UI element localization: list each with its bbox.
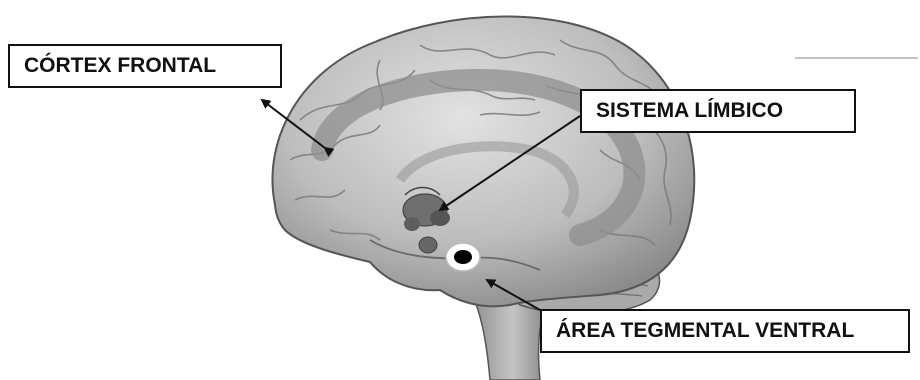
label-area-tegmental-ventral: ÁREA TEGMENTAL VENTRAL — [540, 309, 910, 353]
label-cortex-frontal: CÓRTEX FRONTAL — [8, 44, 282, 88]
vta-marker — [446, 243, 480, 271]
label-sistema-limbico: SISTEMA LÍMBICO — [580, 89, 856, 133]
